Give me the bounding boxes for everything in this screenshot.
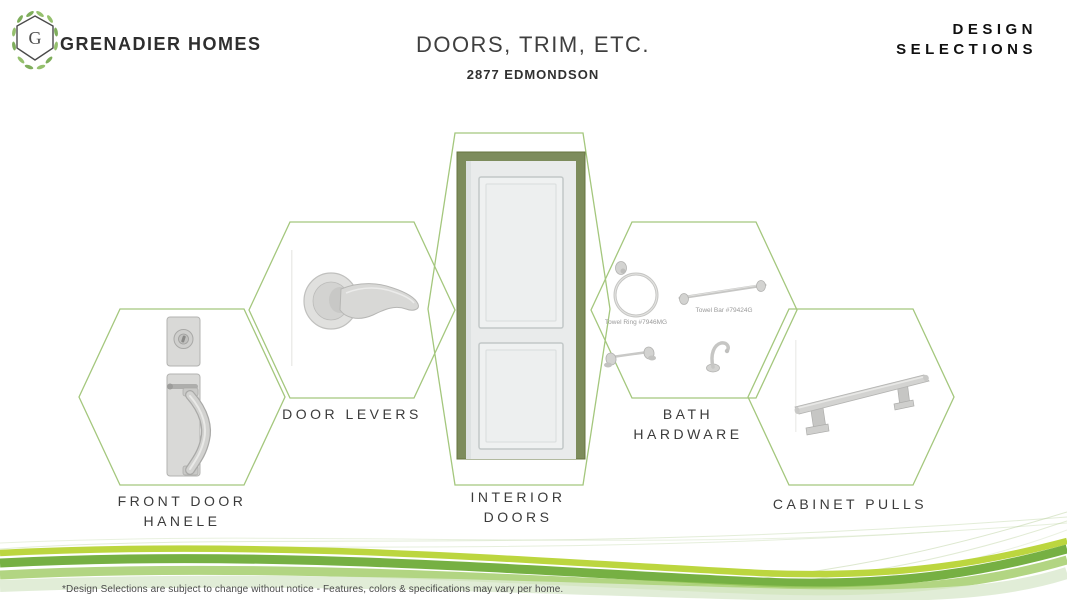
brand-name: GRENADIER HOMES — [60, 34, 262, 54]
towel-ring-icon — [613, 261, 659, 318]
label-front-door-handle: FRONT DOOR HANELE — [72, 491, 292, 531]
label-door-levers-line1: DOOR LEVERS — [282, 406, 422, 422]
logo-leaves-icon — [12, 11, 58, 70]
label-interior-doors-line2: DOORS — [483, 509, 553, 525]
label-front-door-line1: FRONT DOOR — [117, 493, 247, 509]
door-lever-image — [291, 250, 419, 366]
grenadier-logo: G — [12, 11, 58, 70]
hexagon-cabinet-pulls — [747, 308, 955, 486]
label-bath-hardware-line1: BATH — [662, 406, 714, 422]
bottom-wave-graphic — [0, 511, 1067, 600]
label-cabinet-pulls: CABINET PULLS — [740, 494, 960, 514]
label-bath-hardware-line2: HARDWARE — [633, 426, 743, 442]
hexagon-bath-hardware — [590, 221, 798, 399]
logo-crest-icon — [16, 15, 54, 61]
page-title: DOORS, TRIM, ETC. — [415, 32, 651, 57]
towel-ring-caption: Towel Ring #7946MG — [604, 319, 668, 326]
badge-line2: SELECTIONS — [896, 41, 1037, 58]
robe-hook-icon — [706, 341, 730, 373]
towel-bar-caption: Towel Bar #79424G — [695, 307, 753, 314]
label-bath-hardware: BATH HARDWARE — [578, 404, 798, 444]
design-selections-badge: DESIGN SELECTIONS — [896, 20, 1037, 60]
badge-line1: DESIGN — [952, 21, 1037, 38]
logo-letter: G — [29, 28, 42, 48]
label-interior-doors-line1: INTERIOR — [470, 489, 566, 505]
cabinet-pull-image — [794, 340, 930, 436]
page-subtitle: 2877 EDMONDSON — [466, 67, 600, 82]
label-door-levers: DOOR LEVERS — [242, 404, 462, 424]
interior-door-image — [456, 151, 586, 460]
hexagon-front-door-handle — [78, 308, 286, 486]
label-front-door-line2: HANELE — [143, 513, 221, 529]
towel-bar-icon — [678, 280, 767, 305]
front-door-handle-image — [166, 316, 212, 477]
label-interior-doors: INTERIOR DOORS — [408, 487, 628, 527]
paper-holder-icon — [604, 346, 656, 368]
title-block: DOORS, TRIM, ETC. 2877 EDMONDSON — [283, 32, 783, 82]
bath-hardware-images — [604, 261, 767, 373]
hexagon-door-levers — [248, 221, 456, 399]
label-cabinet-pulls-line1: CABINET PULLS — [772, 496, 928, 512]
hexagon-interior-doors — [427, 132, 611, 486]
hexagon-outlines — [78, 132, 955, 486]
disclaimer-text: *Design Selections are subject to change… — [62, 584, 564, 595]
